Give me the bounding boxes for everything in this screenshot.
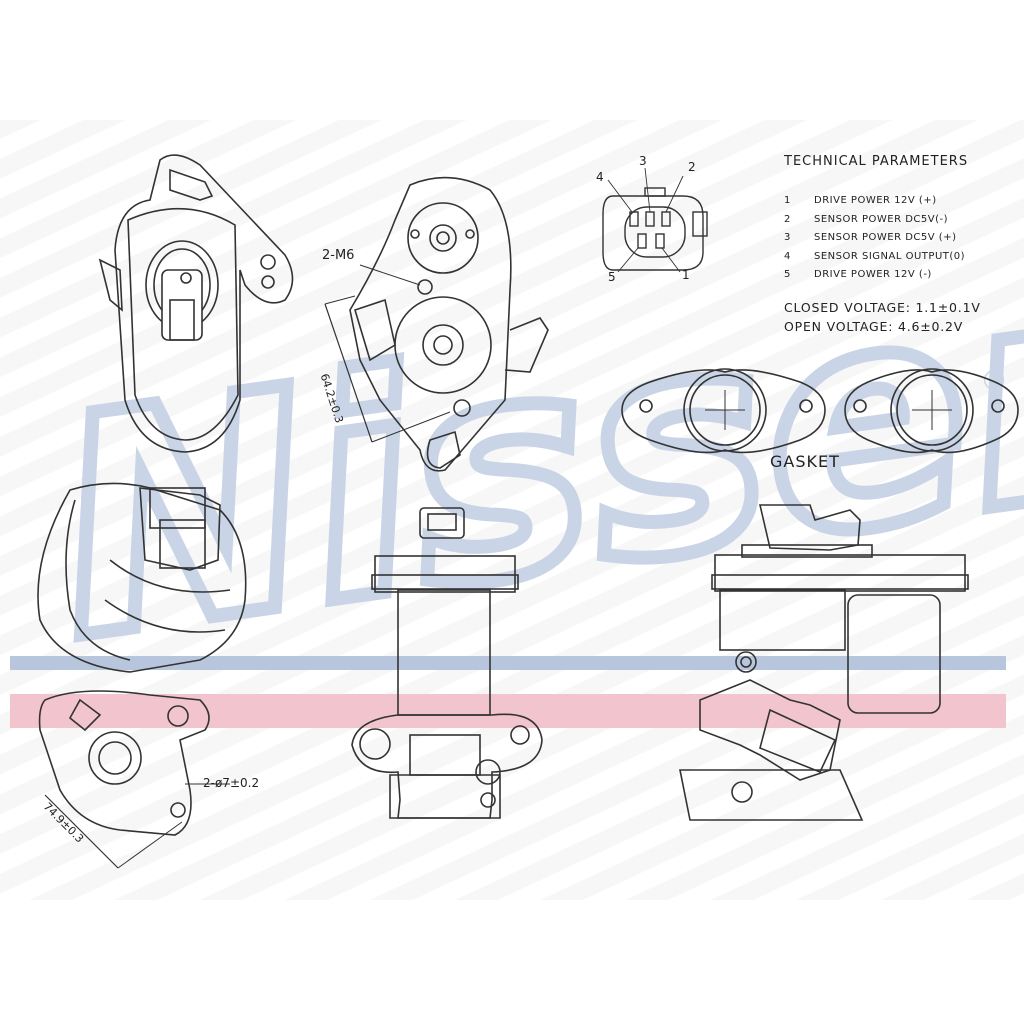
valve-side-elevation bbox=[679, 504, 969, 821]
param-number: 3 bbox=[784, 232, 791, 243]
technical-parameters-title: TECHNICAL PARAMETERS bbox=[784, 154, 969, 169]
gasket-left bbox=[621, 368, 826, 454]
pin-label-3: 3 bbox=[639, 154, 647, 168]
param-text: SENSOR SIGNAL OUTPUT(0) bbox=[814, 250, 966, 262]
param-text: DRIVE POWER 12V (-) bbox=[814, 269, 932, 280]
bolt-callout: 2-M6 bbox=[322, 248, 355, 263]
pin-label-2: 2 bbox=[688, 160, 696, 174]
param-row: 2 SENSOR POWER DC5V(-) bbox=[784, 211, 965, 230]
param-row: 1 DRIVE POWER 12V (+) bbox=[784, 192, 965, 211]
valve-isometric-view bbox=[37, 482, 247, 869]
valve-front-elevation bbox=[351, 507, 543, 819]
gasket-label: GASKET bbox=[770, 452, 840, 471]
param-row: 3 SENSOR POWER DC5V (+) bbox=[784, 229, 965, 248]
param-text: DRIVE POWER 12V (+) bbox=[814, 195, 937, 206]
pin-label-1: 1 bbox=[682, 268, 690, 282]
blue-stripe bbox=[10, 656, 1006, 670]
closed-voltage: CLOSED VOLTAGE: 1.1±0.1V bbox=[784, 300, 981, 315]
pin-label-5: 5 bbox=[608, 270, 616, 284]
red-stripe bbox=[10, 694, 1006, 728]
pin-label-4: 4 bbox=[596, 170, 604, 184]
param-text: SENSOR POWER DC5V (+) bbox=[814, 232, 957, 243]
gasket-right bbox=[844, 368, 1019, 454]
hole-callout: 2-ø7±0.2 bbox=[203, 776, 260, 790]
param-number: 4 bbox=[784, 250, 791, 262]
registered-mark: ® bbox=[980, 364, 1008, 397]
technical-parameters-list: 1 DRIVE POWER 12V (+) 2 SENSOR POWER DC5V(… bbox=[784, 192, 965, 285]
param-number: 2 bbox=[784, 213, 791, 225]
actuator-front-view bbox=[324, 176, 549, 472]
param-text: SENSOR POWER DC5V(-) bbox=[814, 213, 949, 225]
actuator-side-view bbox=[98, 154, 294, 453]
param-number: 1 bbox=[784, 195, 791, 206]
connector-pinout bbox=[602, 167, 708, 273]
param-number: 5 bbox=[784, 269, 791, 280]
param-row: 4 SENSOR SIGNAL OUTPUT(0) bbox=[784, 248, 965, 267]
param-row: 5 DRIVE POWER 12V (-) bbox=[784, 266, 965, 285]
open-voltage: OPEN VOLTAGE: 4.6±0.2V bbox=[784, 319, 964, 334]
